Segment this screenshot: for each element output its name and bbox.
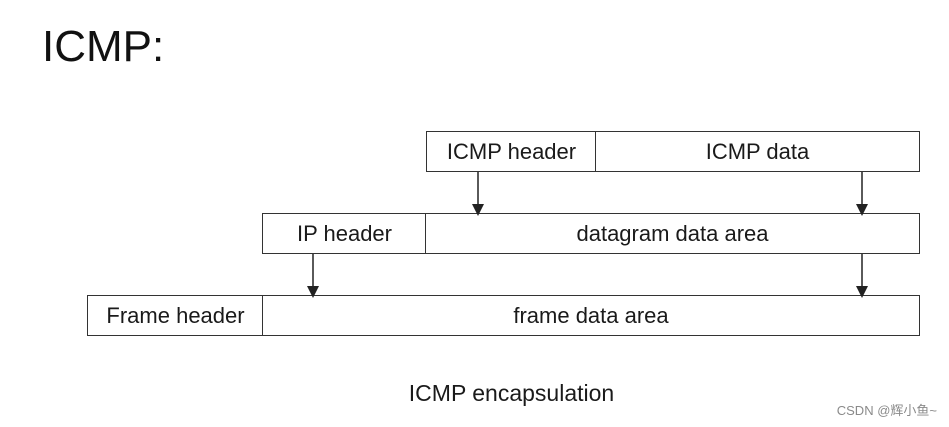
datagram-data-area-box: datagram data area bbox=[425, 213, 920, 254]
frame-header-box: Frame header bbox=[87, 295, 264, 336]
diagram-caption: ICMP encapsulation bbox=[408, 380, 615, 406]
watermark: CSDN @辉小鱼~ bbox=[836, 403, 937, 418]
page-title: ICMP: bbox=[42, 22, 165, 71]
icmp-header-box: ICMP header bbox=[426, 131, 597, 172]
ip-header-box: IP header bbox=[262, 213, 427, 254]
icmp-data-box: ICMP data bbox=[595, 131, 920, 172]
frame-data-area-box: frame data area bbox=[262, 295, 920, 336]
